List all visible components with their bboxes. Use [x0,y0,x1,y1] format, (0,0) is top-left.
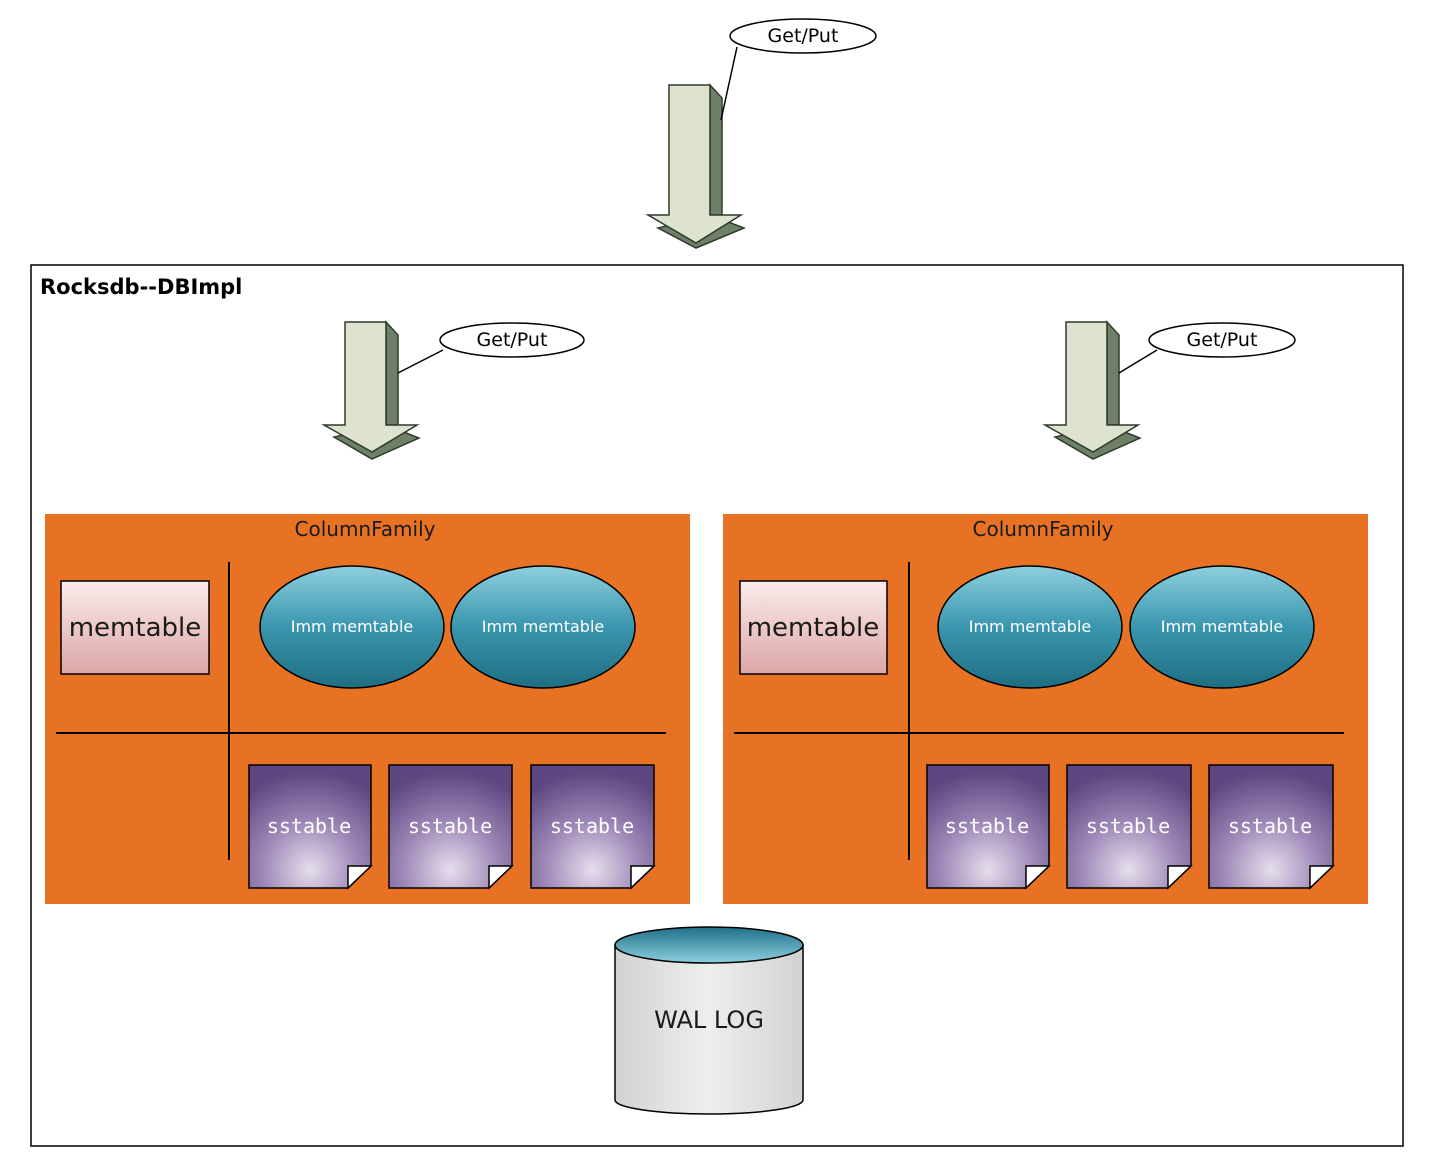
cf2-sstable-2: sstable [1066,764,1193,890]
cf2-get-put-callout: Get/Put [1118,322,1296,374]
dbimpl-title: Rocksdb--DBImpl [40,275,242,299]
svg-text:sstable: sstable [408,814,492,838]
top-callout-label: Get/Put [768,25,839,47]
svg-text:sstable: sstable [1086,814,1170,838]
svg-text:memtable: memtable [747,613,880,643]
svg-text:sstable: sstable [550,814,634,838]
cf1-sstable-3: sstable [530,764,656,890]
svg-text:Imm memtable: Imm memtable [1161,617,1284,636]
cf2-memtable: memtable [739,580,888,675]
cf2-sstable-1: sstable [926,764,1051,890]
column-family-2: Get/Put ColumnFamily memtable Imm memtab… [723,320,1368,904]
cf2-callout-label: Get/Put [1187,329,1258,351]
top-down-arrow [645,83,747,249]
cf1-sstable-1: sstable [248,764,373,890]
top-get-put-callout: Get/Put [720,18,877,121]
svg-text:Imm memtable: Imm memtable [291,617,414,636]
cf2-sstable-3: sstable [1208,764,1335,890]
cf1-memtable: memtable [60,580,210,675]
cf2-label: ColumnFamily [973,517,1114,541]
cf2-down-arrow [1042,320,1142,460]
cf1-down-arrow [321,320,421,460]
svg-text:sstable: sstable [945,814,1029,838]
svg-text:sstable: sstable [267,814,351,838]
svg-text:sstable: sstable [1228,814,1312,838]
cf2-imm-memtable-1: Imm memtable [937,565,1123,689]
svg-text:Imm memtable: Imm memtable [482,617,605,636]
svg-text:Imm memtable: Imm memtable [969,617,1092,636]
cf1-get-put-callout: Get/Put [397,322,585,374]
cf1-sstable-2: sstable [388,764,514,890]
cf2-imm-memtable-2: Imm memtable [1129,565,1315,689]
wal-log-label: WAL LOG [654,1006,764,1034]
svg-text:memtable: memtable [69,613,202,643]
column-family-1: Get/Put ColumnFamily memtable Imm memtab… [45,320,690,904]
wal-log-cylinder: WAL LOG [614,926,804,1115]
cf1-callout-label: Get/Put [477,329,548,351]
cf1-label: ColumnFamily [295,517,436,541]
cf1-imm-memtable-2: Imm memtable [450,565,636,689]
cf1-imm-memtable-1: Imm memtable [259,565,445,689]
